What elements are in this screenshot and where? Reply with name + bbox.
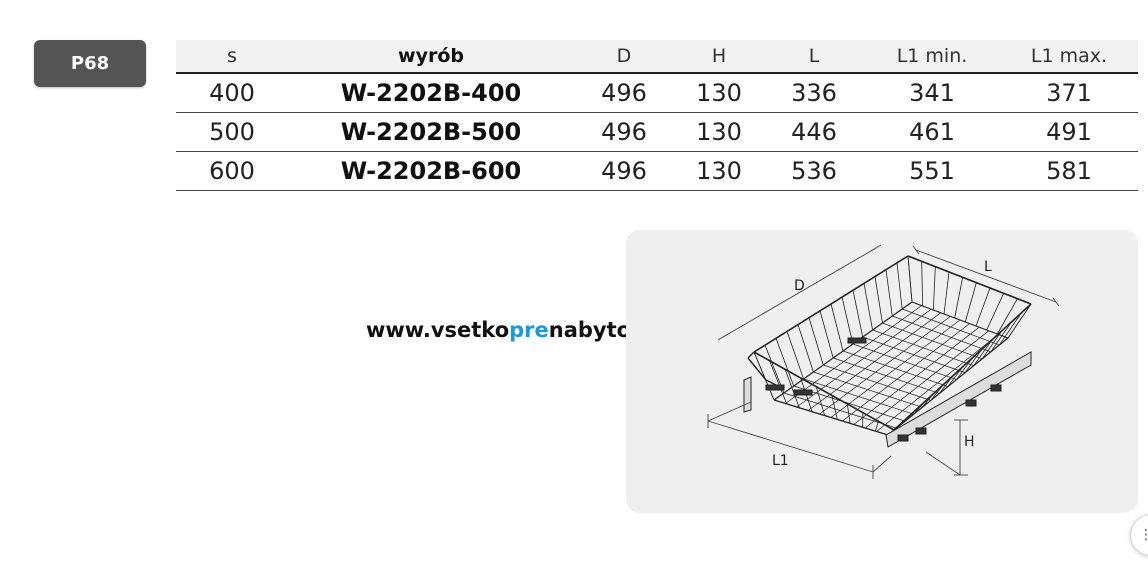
cell-product: W-2202B-400 — [288, 73, 574, 113]
cell-l1-min: 551 — [864, 151, 1000, 191]
cell-h: 130 — [674, 73, 764, 113]
dim-label-l: L — [984, 259, 992, 275]
header-d: D — [574, 40, 674, 74]
dim-label-d: D — [794, 278, 805, 294]
cell-s: 500 — [176, 112, 288, 152]
cell-l1-max: 581 — [1000, 151, 1138, 191]
cell-d: 496 — [574, 112, 674, 152]
header-s: s — [176, 40, 288, 74]
dim-label-h: H — [964, 434, 975, 450]
cell-s: 400 — [176, 73, 288, 113]
url-prefix: www.vsetko — [366, 318, 510, 342]
cell-h: 130 — [674, 112, 764, 152]
header-h: H — [674, 40, 764, 74]
cell-l1-min: 461 — [864, 112, 1000, 152]
cell-d: 496 — [574, 73, 674, 113]
spec-table: s wyrób D H L L1 min. L1 max. 400 W-2202… — [176, 40, 1138, 191]
cell-l: 536 — [764, 151, 864, 191]
cell-l1-max: 371 — [1000, 73, 1138, 113]
cell-l1-max: 491 — [1000, 112, 1138, 152]
wire-basket-drawing: D L H L1 — [707, 244, 1060, 479]
table-row: 600 W-2202B-600 496 130 536 551 581 — [176, 151, 1138, 191]
header-l1-min: L1 min. — [864, 40, 1000, 74]
product-code-badge: P68 — [34, 40, 146, 87]
table-row: 400 W-2202B-400 496 130 336 341 371 — [176, 73, 1138, 113]
cell-product: W-2202B-600 — [288, 151, 574, 191]
basket-diagram: D L H L1 — [626, 230, 1138, 513]
url-highlight: pre — [509, 318, 549, 342]
table-row: 500 W-2202B-500 496 130 446 461 491 — [176, 112, 1138, 152]
header-product: wyrób — [288, 40, 574, 74]
header-l: L — [764, 40, 864, 74]
cell-product: W-2202B-500 — [288, 112, 574, 152]
basket-wireframe — [743, 255, 1032, 448]
cell-s: 600 — [176, 151, 288, 191]
cell-l: 446 — [764, 112, 864, 152]
table-header-row: s wyrób D H L L1 min. L1 max. — [176, 40, 1138, 74]
cell-l1-min: 341 — [864, 73, 1000, 113]
cell-h: 130 — [674, 151, 764, 191]
more-icon[interactable]: ⋮ — [1130, 514, 1148, 556]
header-l1-max: L1 max. — [1000, 40, 1138, 74]
cell-l: 336 — [764, 73, 864, 113]
cell-d: 496 — [574, 151, 674, 191]
dim-label-l1: L1 — [772, 453, 789, 469]
dimension-lines — [707, 244, 1060, 479]
